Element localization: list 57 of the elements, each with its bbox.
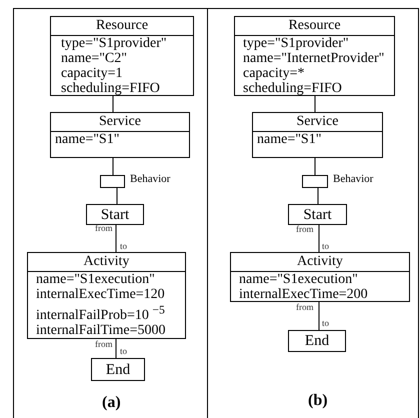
class-box [288, 204, 347, 225]
attribute-text: internalExecTime=120 [35, 287, 166, 302]
class-name: Resource [51, 17, 193, 36]
behavior-box [302, 175, 328, 188]
role-label: Behavior [333, 173, 374, 185]
connector-line [112, 96, 114, 112]
class-box [86, 204, 144, 225]
panel-caption: (a) [102, 394, 121, 412]
connector-line [116, 188, 118, 204]
class-box [27, 252, 186, 339]
attribute-text: scheduling=FIFO [242, 81, 343, 96]
role-label: Behavior [130, 173, 170, 185]
behavior-box [100, 175, 125, 188]
attribute-text: capacity=1 [60, 66, 124, 81]
class-box [252, 112, 383, 158]
role-label: to [120, 346, 128, 356]
attribute-text: internalExecTime=200 [238, 287, 369, 302]
class-name: Activity [28, 253, 185, 272]
connector-line [318, 224, 320, 252]
role-label: to [120, 241, 128, 251]
class-box [50, 16, 194, 96]
role-label: from [95, 339, 112, 349]
attribute-text: internalFailTime=5000 [35, 322, 166, 338]
class-name: End [104, 360, 132, 380]
class-name: Resource [235, 17, 394, 36]
role-label: to [322, 318, 330, 328]
role-label: from [296, 302, 314, 312]
class-box [50, 112, 190, 158]
attribute-text: name="InternetProvider" [242, 51, 386, 66]
role-label: from [296, 224, 314, 234]
attribute-text: name="S1execution" [238, 272, 359, 287]
class-name: End [304, 332, 330, 351]
class-box [288, 330, 346, 352]
attribute-text: type="S1provider" [60, 36, 168, 51]
attribute-text: name="S1execution" [35, 272, 156, 287]
class-name: Service [51, 113, 189, 132]
connector-line [314, 96, 316, 112]
attribute-text: internalFailProb=10 $^{−5}$ [35, 302, 166, 323]
attribute-text: type="S1provider" [242, 36, 350, 51]
role-label: from [95, 223, 112, 233]
connector-line [318, 302, 320, 330]
class-name: Activity [231, 253, 409, 272]
class-box [234, 16, 395, 96]
class-box [91, 358, 145, 381]
class-box [230, 252, 410, 302]
attribute-text: capacity=* [242, 66, 306, 81]
class-name: Start [100, 206, 130, 224]
attribute-text: name="S1" [54, 132, 120, 147]
attribute-text: name="C2" [60, 51, 128, 66]
connector-line [314, 158, 316, 176]
class-name: Service [253, 113, 382, 132]
class-name: Start [302, 206, 333, 224]
attribute-text: name="S1" [256, 132, 322, 147]
panel-caption: (b) [308, 392, 328, 410]
attribute-text: scheduling=FIFO [60, 81, 161, 96]
role-label: to [322, 241, 330, 251]
connector-line [112, 158, 114, 176]
